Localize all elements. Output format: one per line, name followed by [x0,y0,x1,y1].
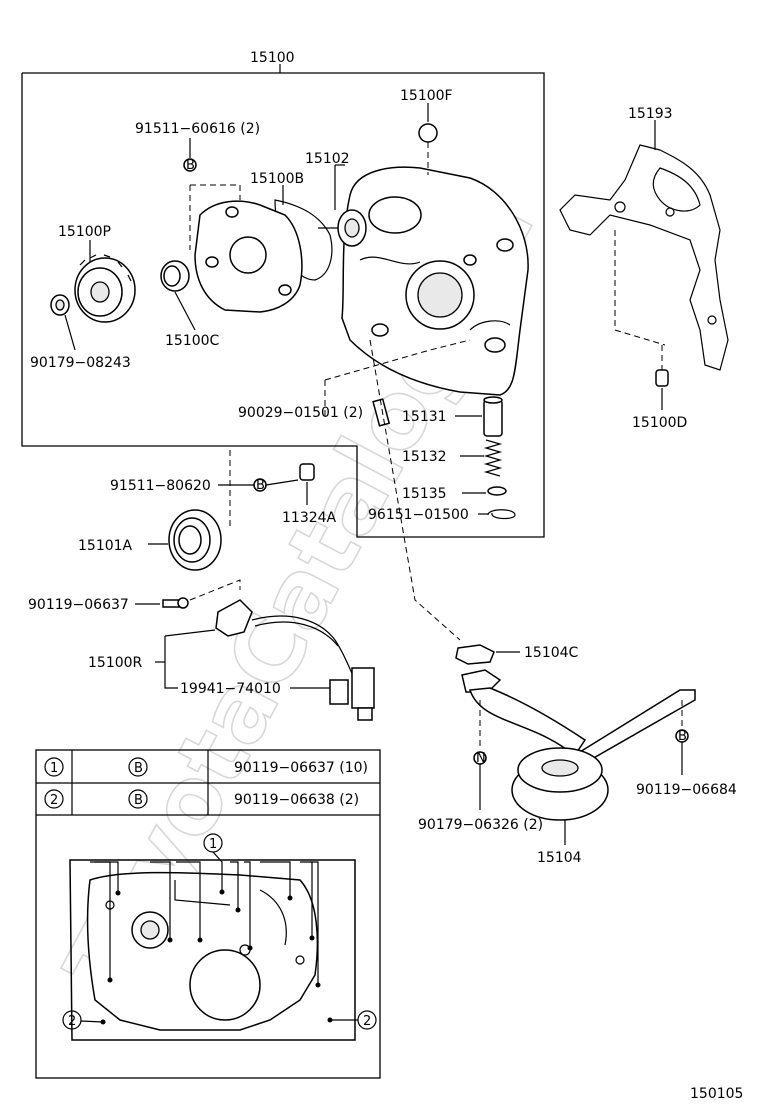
label-15100: 15100 [250,50,295,66]
label-11324A: 11324A [282,510,337,526]
label-90179-06326: 90179−06326 (2) [418,817,543,833]
bolt-B-letter: B [186,158,195,173]
label-15100F: 15100F [400,88,453,104]
label-15104: 15104 [537,850,582,866]
label-90179-08243: 90179−08243 [30,355,131,371]
diagram-number: 150105 [690,1086,743,1102]
callout-2-left-circle [62,1010,82,1030]
table-row2-symbol-circle [128,789,148,809]
pin-15100D [655,369,669,387]
table-row2-ref-circle [44,789,64,809]
table-row1-part: 90119−06637 (10) [234,760,368,776]
spring-15132 [483,439,503,477]
callout-1-label: 1 [209,837,217,852]
label-15131: 15131 [402,409,447,425]
table-row1-ref-circle [44,757,64,777]
snap-ring-96151-01500 [487,509,516,520]
label-15132: 15132 [402,449,447,465]
callout-2-left-label: 2 [68,1014,76,1029]
oil-seal-15101A [168,509,222,571]
gasket-15193 [559,144,729,371]
callout-2-right-label: 2 [363,1014,371,1029]
table-row2-part: 90119−06638 (2) [234,792,359,808]
callout-1-leaders [90,851,319,985]
label-90119-06637: 90119−06637 [28,597,129,613]
label-15100P: 15100P [58,224,111,240]
label-15104C: 15104C [524,645,579,661]
label-96151-01500: 96151−01500 [368,507,469,523]
relief-valve-15131 [483,396,503,437]
table-row2-ref: 2 [50,793,58,808]
drive-gear-15100P [74,254,136,323]
bolt-table [35,749,381,1079]
table-row1-symbol: B [134,761,143,776]
retainer-15135 [487,486,507,496]
label-15193: 15193 [628,106,673,122]
label-15102: 15102 [305,151,350,167]
label-15100R: 15100R [88,655,143,671]
table-row1-symbol-circle [128,757,148,777]
label-15100B: 15100B [250,171,304,187]
assembly-15100-frame [21,64,545,538]
label-90119-06684: 90119−06684 [636,782,737,798]
nut-N-letter: N [476,751,486,766]
sensor-15100R [215,599,356,681]
label-91511-60616: 91511−60616 (2) [135,121,260,137]
connector-19941-74010 [329,667,375,721]
label-15101A: 15101A [78,538,133,554]
pump-cover-15100C [194,200,303,313]
label-19941-74010: 19941−74010 [180,681,281,697]
label-91511-80620: 91511−80620 [110,478,211,494]
label-15100C: 15100C [165,333,220,349]
table-row1-ref: 1 [50,761,58,776]
label-90029-01501: 90029−01501 (2) [238,405,363,421]
bolt-B-letter-3: B [678,729,687,744]
oil-strainer-15104 [461,669,696,821]
bolt-B-symbol [183,158,197,172]
gasket-15104C [455,644,495,665]
label-15135: 15135 [402,486,447,502]
rotor-15102 [318,209,367,247]
bolt-90119-06637 [162,597,189,609]
bolt-B-letter-2: B [256,478,265,493]
table-row2-symbol: B [134,793,143,808]
bolt-11324A [299,463,315,481]
oil-pump-body-15100 [341,166,529,396]
ring-15100C [160,260,190,292]
pin-15100F [418,123,438,143]
label-15100D: 15100D [632,415,687,431]
nut-90179-08243 [50,294,70,316]
bolt-location-cover [69,859,356,1041]
